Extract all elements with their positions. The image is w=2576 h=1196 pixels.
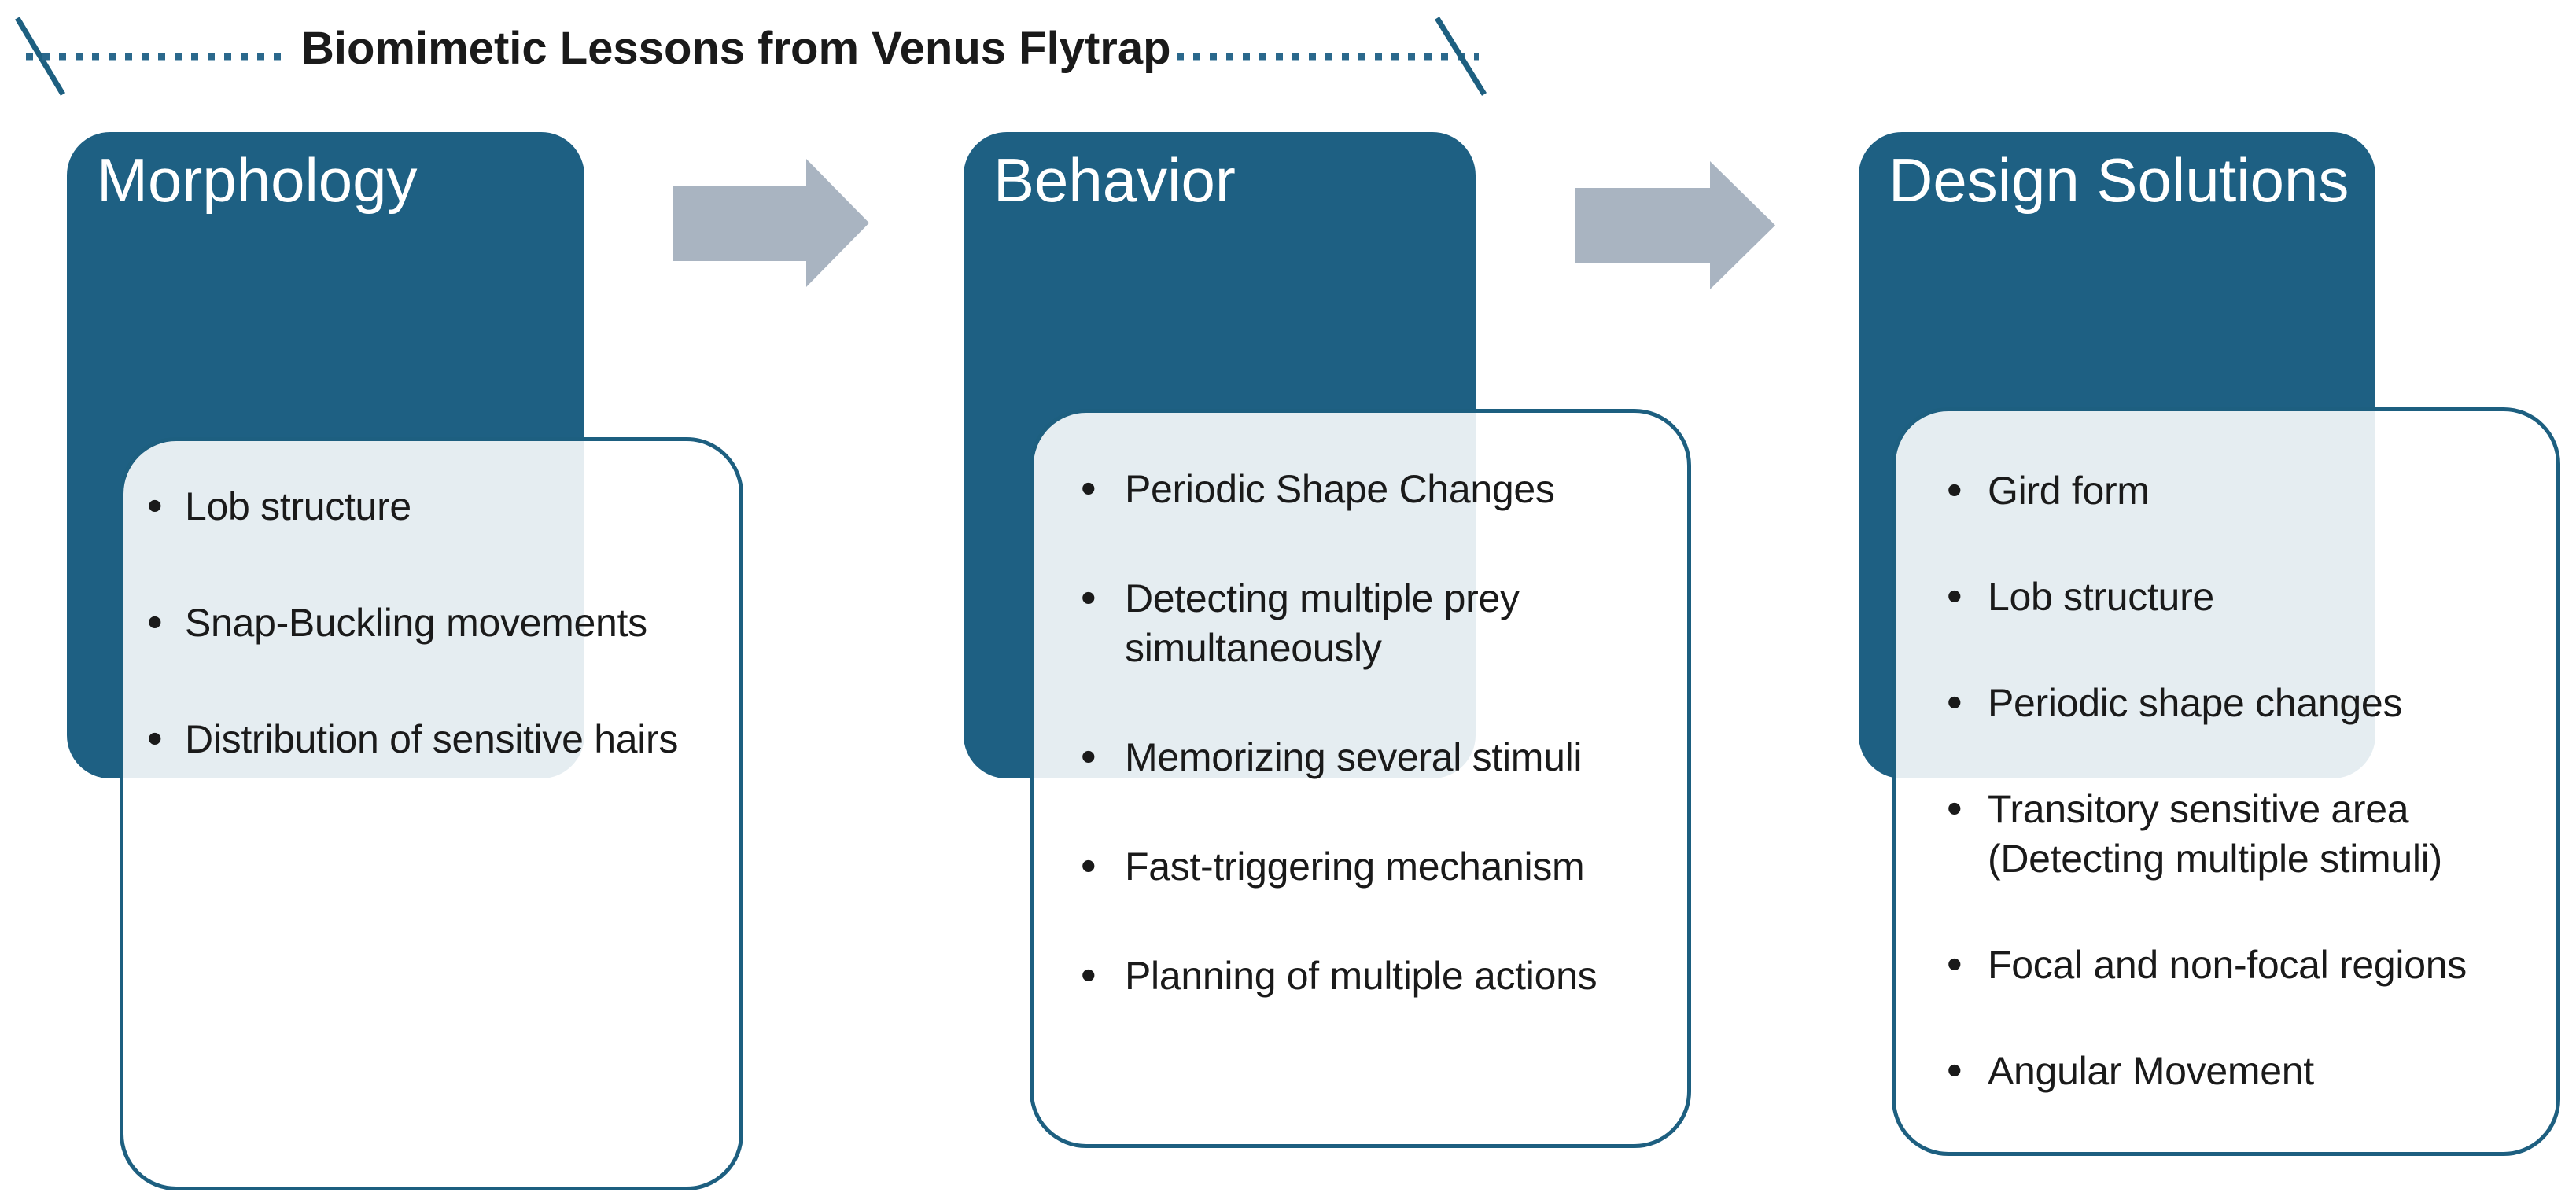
behavior-list: Periodic Shape Changes Detecting multipl…	[1081, 463, 1659, 1001]
title-decoration	[14, 17, 1487, 96]
slash-mark-right	[1435, 17, 1487, 96]
slash-mark-left	[14, 17, 66, 96]
list-item: Focal and non-focal regions	[1947, 939, 2533, 990]
design-solutions-card: Gird form Lob structure Periodic shape c…	[1892, 407, 2560, 1156]
list-item: Distribution of sensitive hairs	[147, 713, 716, 764]
list-item: Snap-Buckling movements	[147, 597, 716, 648]
list-item: Transitory sensitive area (Detecting mul…	[1947, 783, 2533, 884]
column-header: Morphology	[97, 145, 418, 215]
list-item: Gird form	[1947, 465, 2533, 516]
design-solutions-list: Gird form Lob structure Periodic shape c…	[1947, 465, 2533, 1096]
morphology-list: Lob structure Snap-Buckling movements Di…	[147, 480, 716, 764]
list-item: Planning of multiple actions	[1081, 950, 1659, 1001]
column-header: Behavior	[993, 145, 1236, 215]
morphology-card: Lob structure Snap-Buckling movements Di…	[120, 437, 743, 1190]
list-item: Lob structure	[1947, 571, 2533, 622]
list-item: Angular Movement	[1947, 1045, 2533, 1096]
right-arrow-icon	[1575, 161, 1775, 289]
behavior-card: Periodic Shape Changes Detecting multipl…	[1030, 409, 1691, 1148]
diagram-title: Biomimetic Lessons from Venus Flytrap	[301, 23, 1171, 74]
list-item: Lob structure	[147, 480, 716, 532]
list-item: Periodic Shape Changes	[1081, 463, 1659, 514]
list-item: Detecting multiple prey simultaneously	[1081, 572, 1659, 673]
list-item: Fast-triggering mechanism	[1081, 841, 1659, 892]
list-item: Periodic shape changes	[1947, 677, 2533, 728]
right-arrow-icon	[673, 159, 869, 287]
column-header: Design Solutions	[1889, 145, 2349, 215]
list-item: Memorizing several stimuli	[1081, 731, 1659, 782]
